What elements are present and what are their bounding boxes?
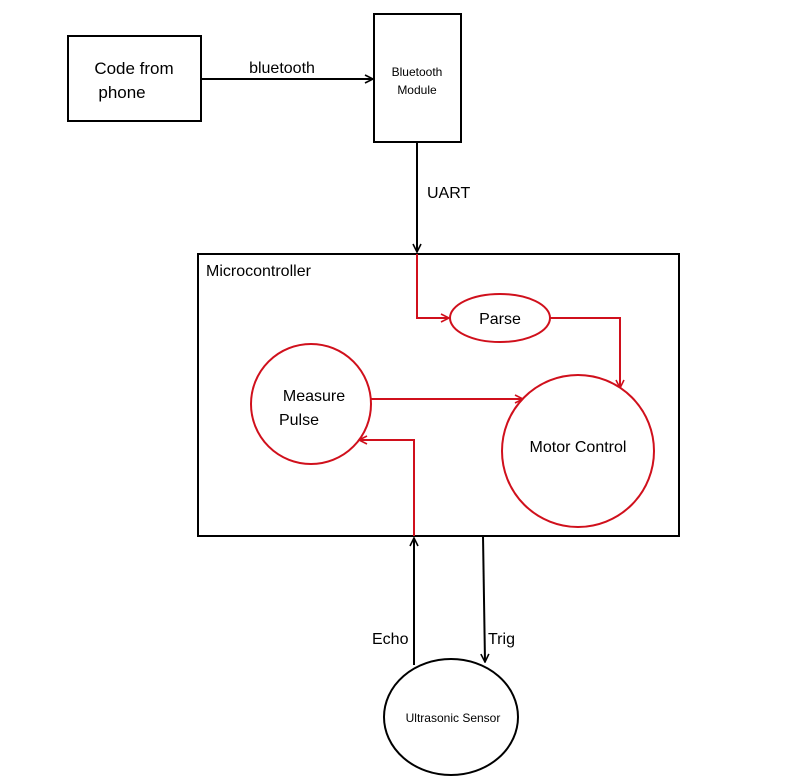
microcontroller-node: Microcontroller xyxy=(197,253,680,537)
ultrasonic-sensor-node: Ultrasonic Sensor xyxy=(383,658,519,776)
code-from-phone-label-line1: Code from xyxy=(94,59,173,78)
ultrasonic-sensor-label: Ultrasonic Sensor xyxy=(406,711,501,725)
uart-to-parse-connector xyxy=(416,254,449,318)
uart-edge-label: UART xyxy=(427,185,470,202)
bluetooth-module-label-line2: Module xyxy=(397,83,437,97)
motor-control-node: Motor Control xyxy=(501,374,655,528)
measure-pulse-label-line1: Measure xyxy=(283,388,345,405)
bluetooth-edge-label: bluetooth xyxy=(249,60,315,77)
parse-to-motor-control-connector xyxy=(550,317,620,388)
bluetooth-module-label-line1: Bluetooth xyxy=(392,65,443,79)
echo-edge-label: Echo xyxy=(372,631,409,648)
trig-arrow xyxy=(483,535,485,662)
motor-control-circle xyxy=(501,374,655,528)
motor-control-label: Motor Control xyxy=(530,439,627,456)
measure-pulse-node: Measure Pulse xyxy=(250,343,372,465)
parse-node: Parse xyxy=(449,293,551,343)
code-from-phone-box xyxy=(67,35,202,122)
trig-edge-label: Trig xyxy=(488,631,515,648)
measure-pulse-label-line2: Pulse xyxy=(279,412,319,429)
echo-to-measure-pulse-connector xyxy=(359,440,415,536)
code-from-phone-label-line2: phone xyxy=(98,83,145,102)
measure-pulse-circle xyxy=(250,343,372,465)
ultrasonic-sensor-circle xyxy=(383,658,519,776)
bluetooth-module-node: Bluetooth Module xyxy=(373,13,462,143)
microcontroller-box xyxy=(197,253,680,537)
parse-label: Parse xyxy=(479,311,521,328)
code-from-phone-node: Code from phone xyxy=(67,35,202,122)
bluetooth-module-box xyxy=(373,13,462,143)
microcontroller-label: Microcontroller xyxy=(206,263,312,280)
